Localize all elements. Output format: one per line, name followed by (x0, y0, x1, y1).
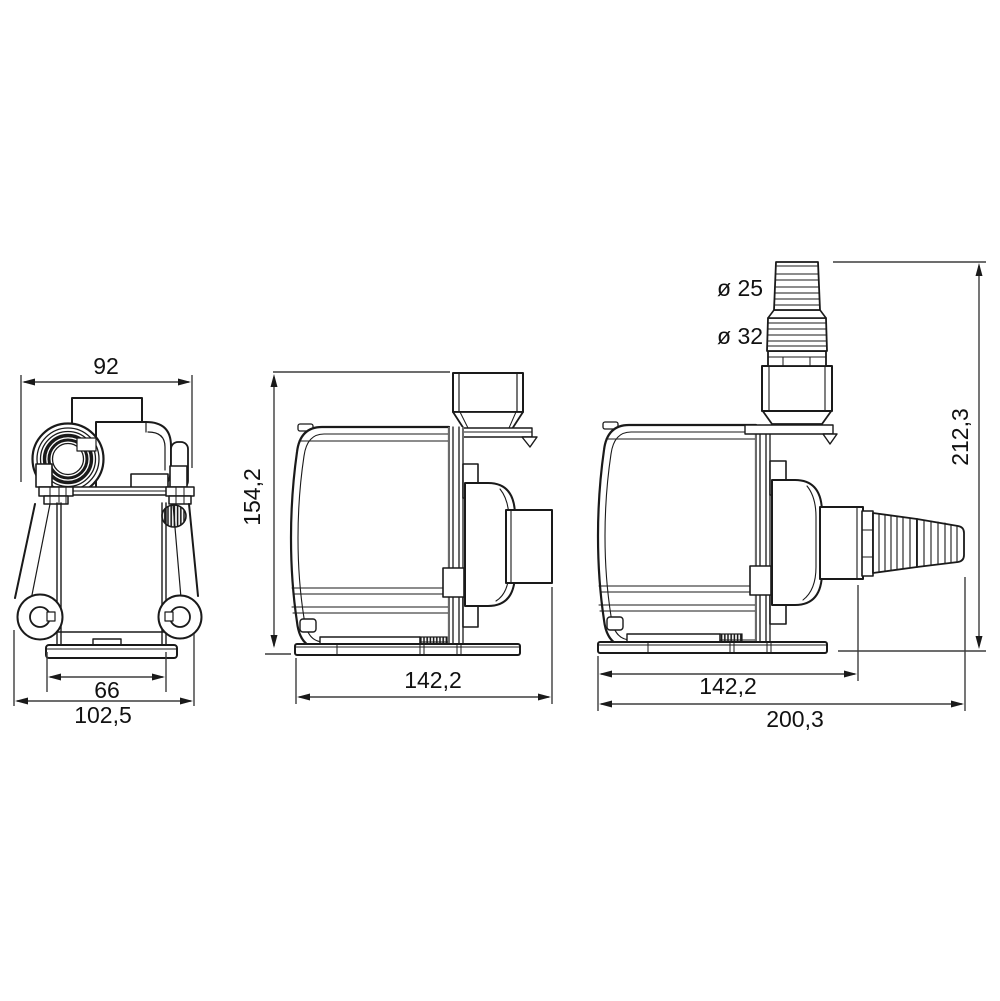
base-plate-fitted (597, 641, 828, 654)
mounting-clamp (35, 463, 195, 505)
fitted-total-height-label: 212,3 (947, 408, 973, 466)
side-view: 154,2 (239, 371, 553, 704)
dimension-fitted-body-length: 142,2 (599, 585, 859, 699)
mounting-bracket (14, 502, 203, 659)
hose-diameter-small-label: ø 25 (717, 275, 763, 301)
fitted-view: ø 25 ø 32 (596, 261, 986, 732)
side-pump-body (289, 372, 553, 656)
fitted-body-length-label: 142,2 (699, 673, 757, 699)
dimension-width-top: 92 (20, 353, 193, 482)
front-pump-body (14, 397, 203, 659)
volute-housing-fitted (771, 479, 823, 606)
dimension-width-outer: 102,5 (13, 630, 195, 728)
hose-adapter-top (761, 261, 833, 425)
foot-right (157, 594, 203, 640)
base-plate-side (294, 643, 521, 656)
inlet-strainer (452, 372, 524, 413)
fitted-pump-body (596, 261, 965, 654)
outlet-stub (505, 509, 553, 584)
dimension-side-length: 142,2 (295, 587, 553, 704)
side-length-label: 142,2 (404, 667, 462, 693)
dimension-total-height: 212,3 (833, 261, 986, 652)
front-width-outer-label: 102,5 (74, 702, 132, 728)
dimension-height: 154,2 (239, 371, 450, 655)
dimension-total-length: 200,3 (597, 577, 966, 732)
front-width-inner-label: 66 (94, 677, 120, 703)
hose-adapter-right (819, 506, 965, 580)
dimension-width-inner: 66 (46, 652, 167, 703)
foot-left (16, 593, 64, 641)
front-width-top-label: 92 (93, 353, 119, 379)
base-plate-front (45, 644, 178, 659)
fitted-total-length-label: 200,3 (766, 706, 824, 732)
hose-diameter-large-label: ø 32 (717, 323, 763, 349)
front-view: 92 (13, 353, 203, 728)
side-height-label: 154,2 (239, 468, 265, 526)
